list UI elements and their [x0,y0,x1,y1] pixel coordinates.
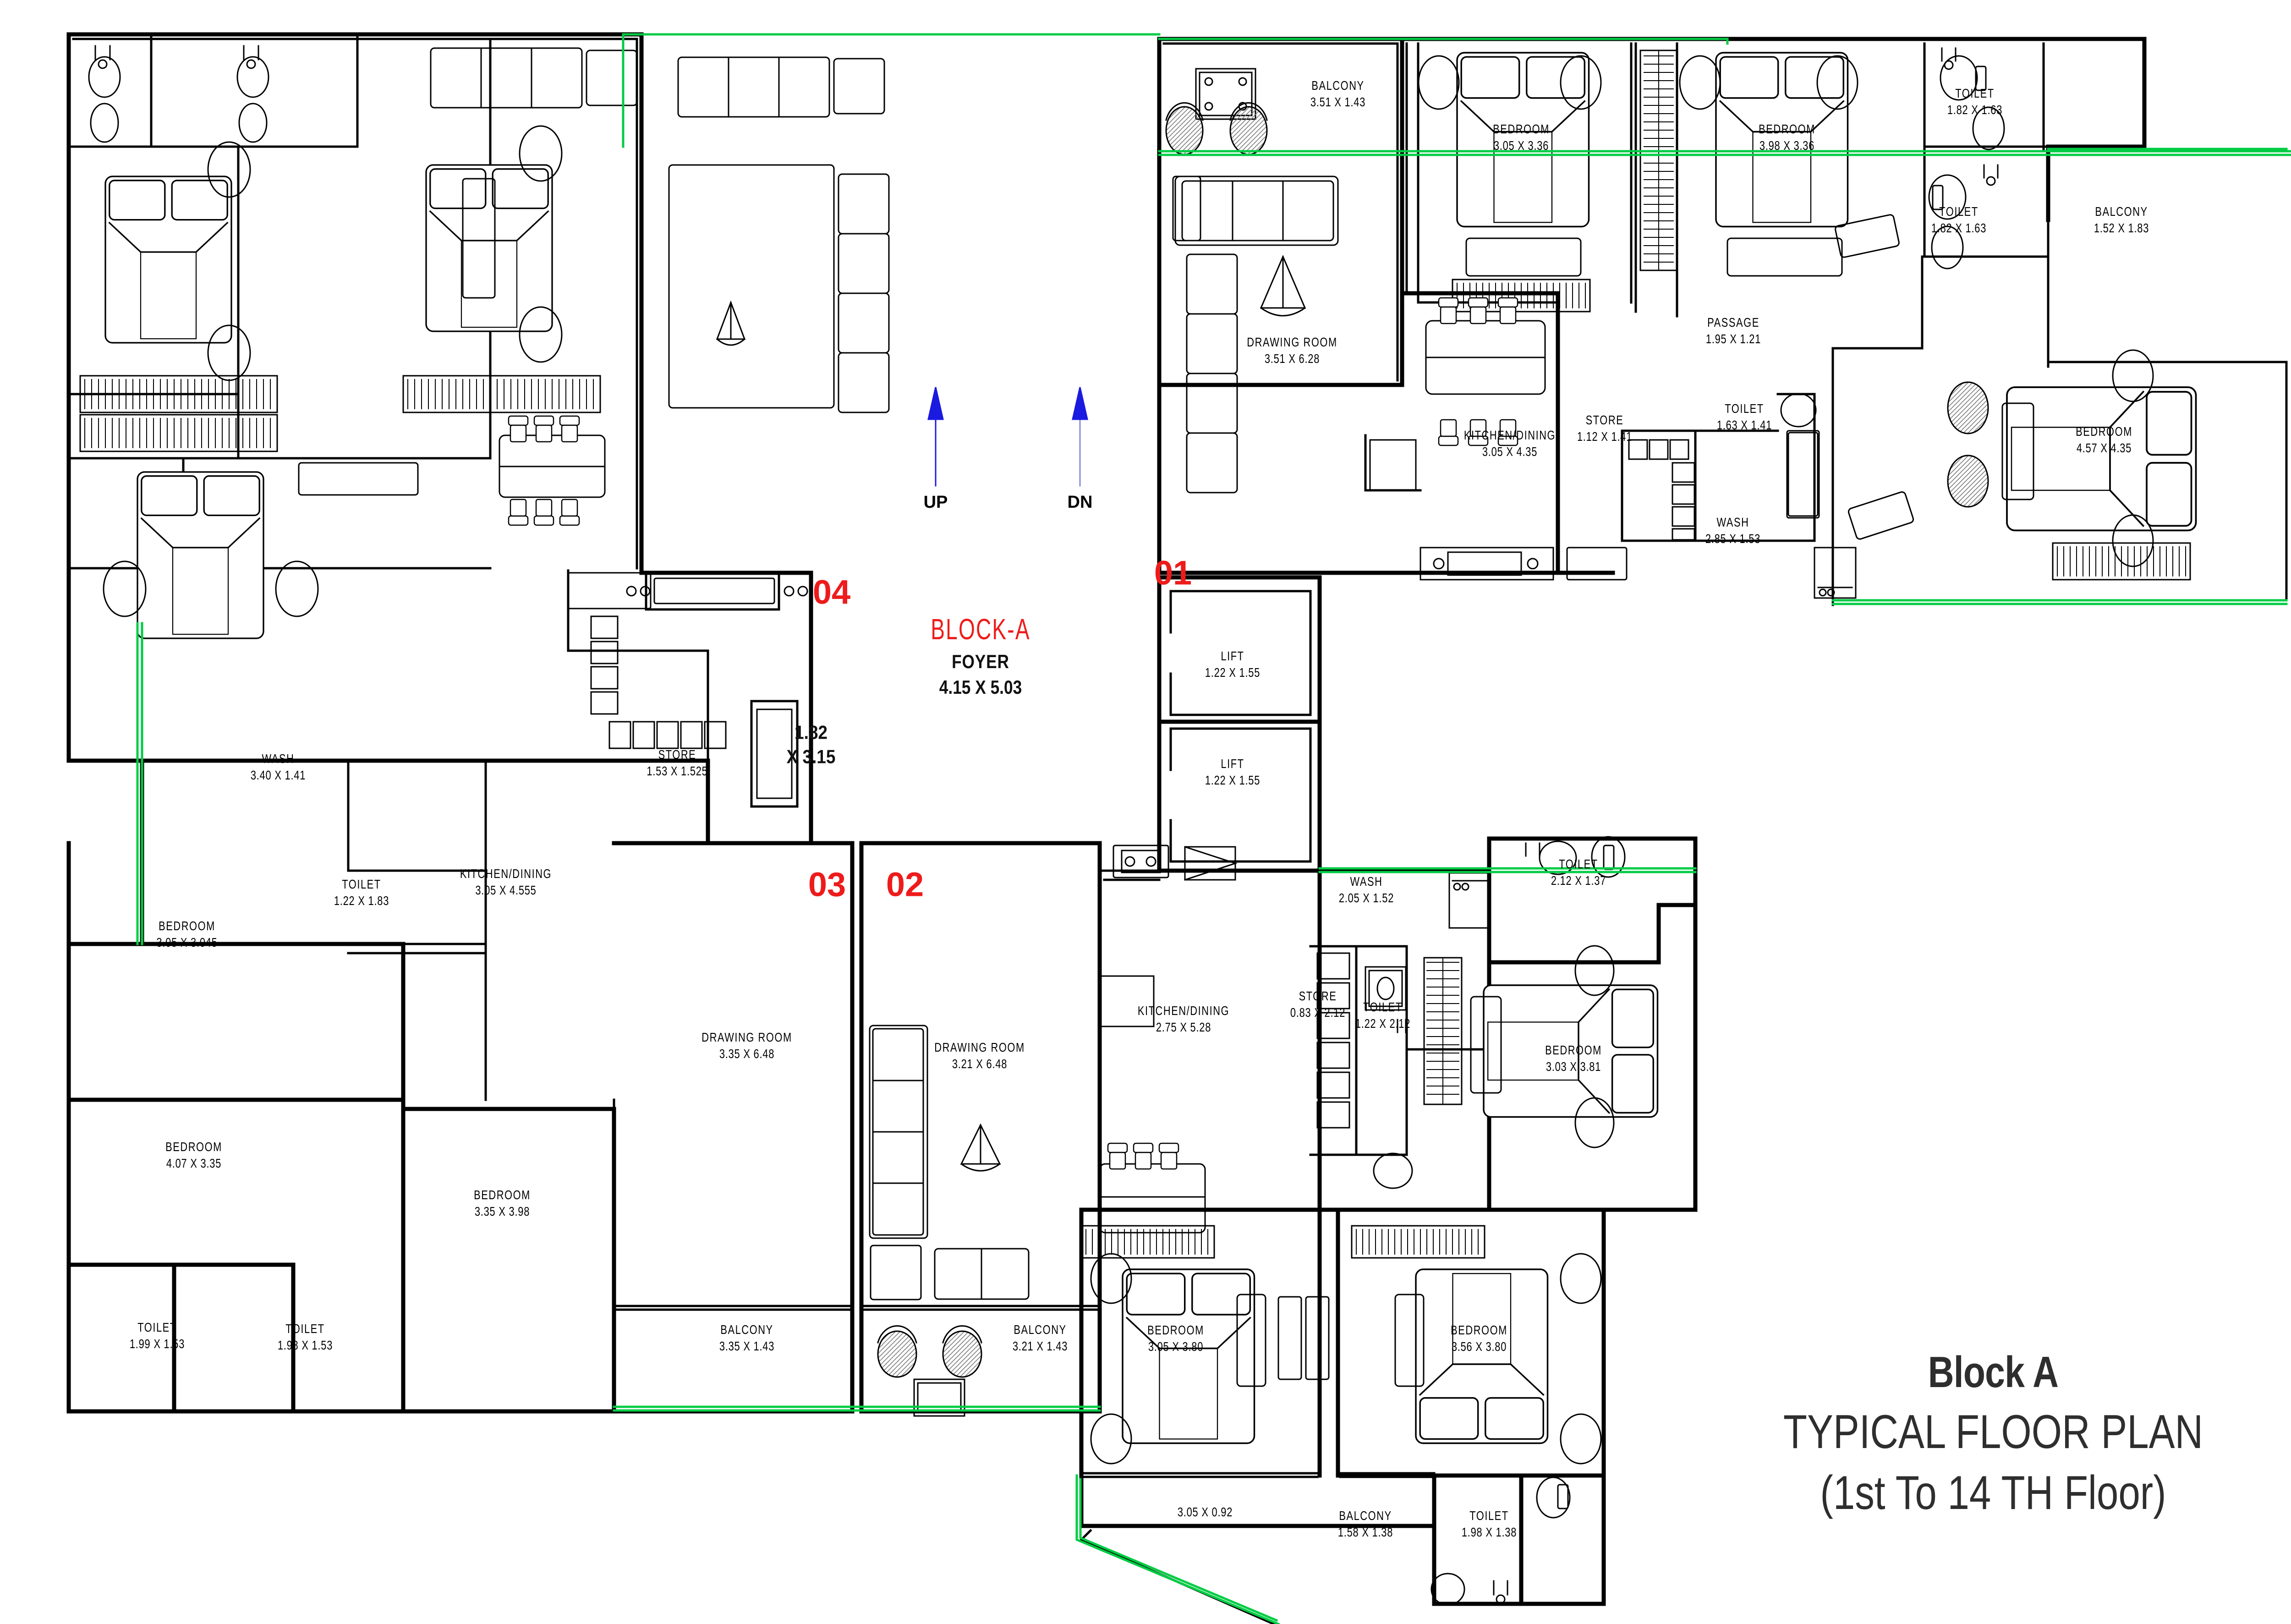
unit-01-number: 01 [1154,554,1192,592]
foyer-dimension: 4.15 X 5.03 [939,676,1022,698]
callout-line-1: 1.82 [795,721,828,743]
block-a-label: BLOCK-A [931,613,1030,646]
block-foyer-label: BLOCK-A FOYER 4.15 X 5.03 [911,612,1050,698]
stair-dn-label: DN [1067,493,1093,512]
unit-03-number: 03 [808,865,846,904]
title-block: Block A TYPICAL FLOOR PLAN (1st To 14 TH… [1705,1347,2282,1520]
title-block-line1: Block A [1928,1348,2059,1397]
callout-line-2: X 3.15 [786,746,836,767]
stair-up-label: UP [923,493,948,512]
foyer-side-dim: 1.82 X 3.15 [783,721,839,769]
foyer-name: FOYER [952,651,1009,672]
title-block-line2: TYPICAL FLOOR PLAN [1783,1405,2203,1459]
title-block-line3: (1st To 14 TH Floor) [1820,1466,2166,1520]
unit-02-number: 02 [886,865,924,904]
unit-04-number: 04 [812,573,851,611]
